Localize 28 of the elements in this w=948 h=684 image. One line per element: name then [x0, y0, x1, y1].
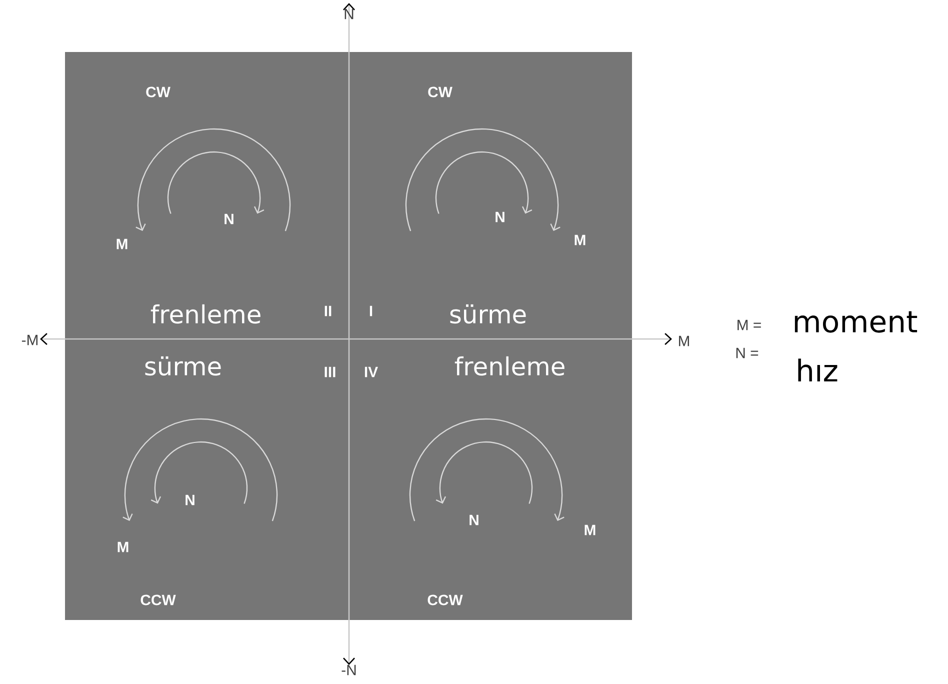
arrow-label: N — [224, 214, 234, 224]
arrow-label: M — [118, 542, 128, 552]
arrow-label: N — [496, 212, 504, 222]
legend-text: M = — [738, 320, 761, 330]
arrow-label: N — [470, 514, 478, 526]
axis-label: -N — [342, 664, 356, 676]
arrow-label: M — [574, 234, 586, 246]
direction-label: CCW — [140, 594, 176, 606]
quadrant-number: III — [324, 366, 336, 378]
legend-text: N = — [736, 348, 758, 358]
mode-label: frenleme — [150, 304, 260, 324]
legend-text: moment — [794, 311, 918, 333]
direction-label: CW — [428, 86, 452, 98]
axis-label: N — [344, 8, 354, 20]
arrow-label: M — [116, 238, 128, 250]
quadrant-number: I — [370, 306, 372, 316]
direction-label: CCW — [428, 594, 463, 606]
mode-label: sürme — [450, 304, 526, 324]
mode-label: frenleme — [454, 356, 564, 376]
direction-label: CW — [146, 86, 170, 98]
quadrant-number: IV — [364, 366, 378, 378]
arrow-label: N — [186, 494, 194, 506]
quadrant-number: II — [324, 306, 332, 316]
mode-label: sürme — [145, 356, 221, 376]
arrow-label: M — [584, 524, 596, 536]
legend-text: hız — [798, 358, 838, 382]
axis-label: M — [679, 336, 689, 346]
axis-label: -M — [22, 334, 38, 346]
